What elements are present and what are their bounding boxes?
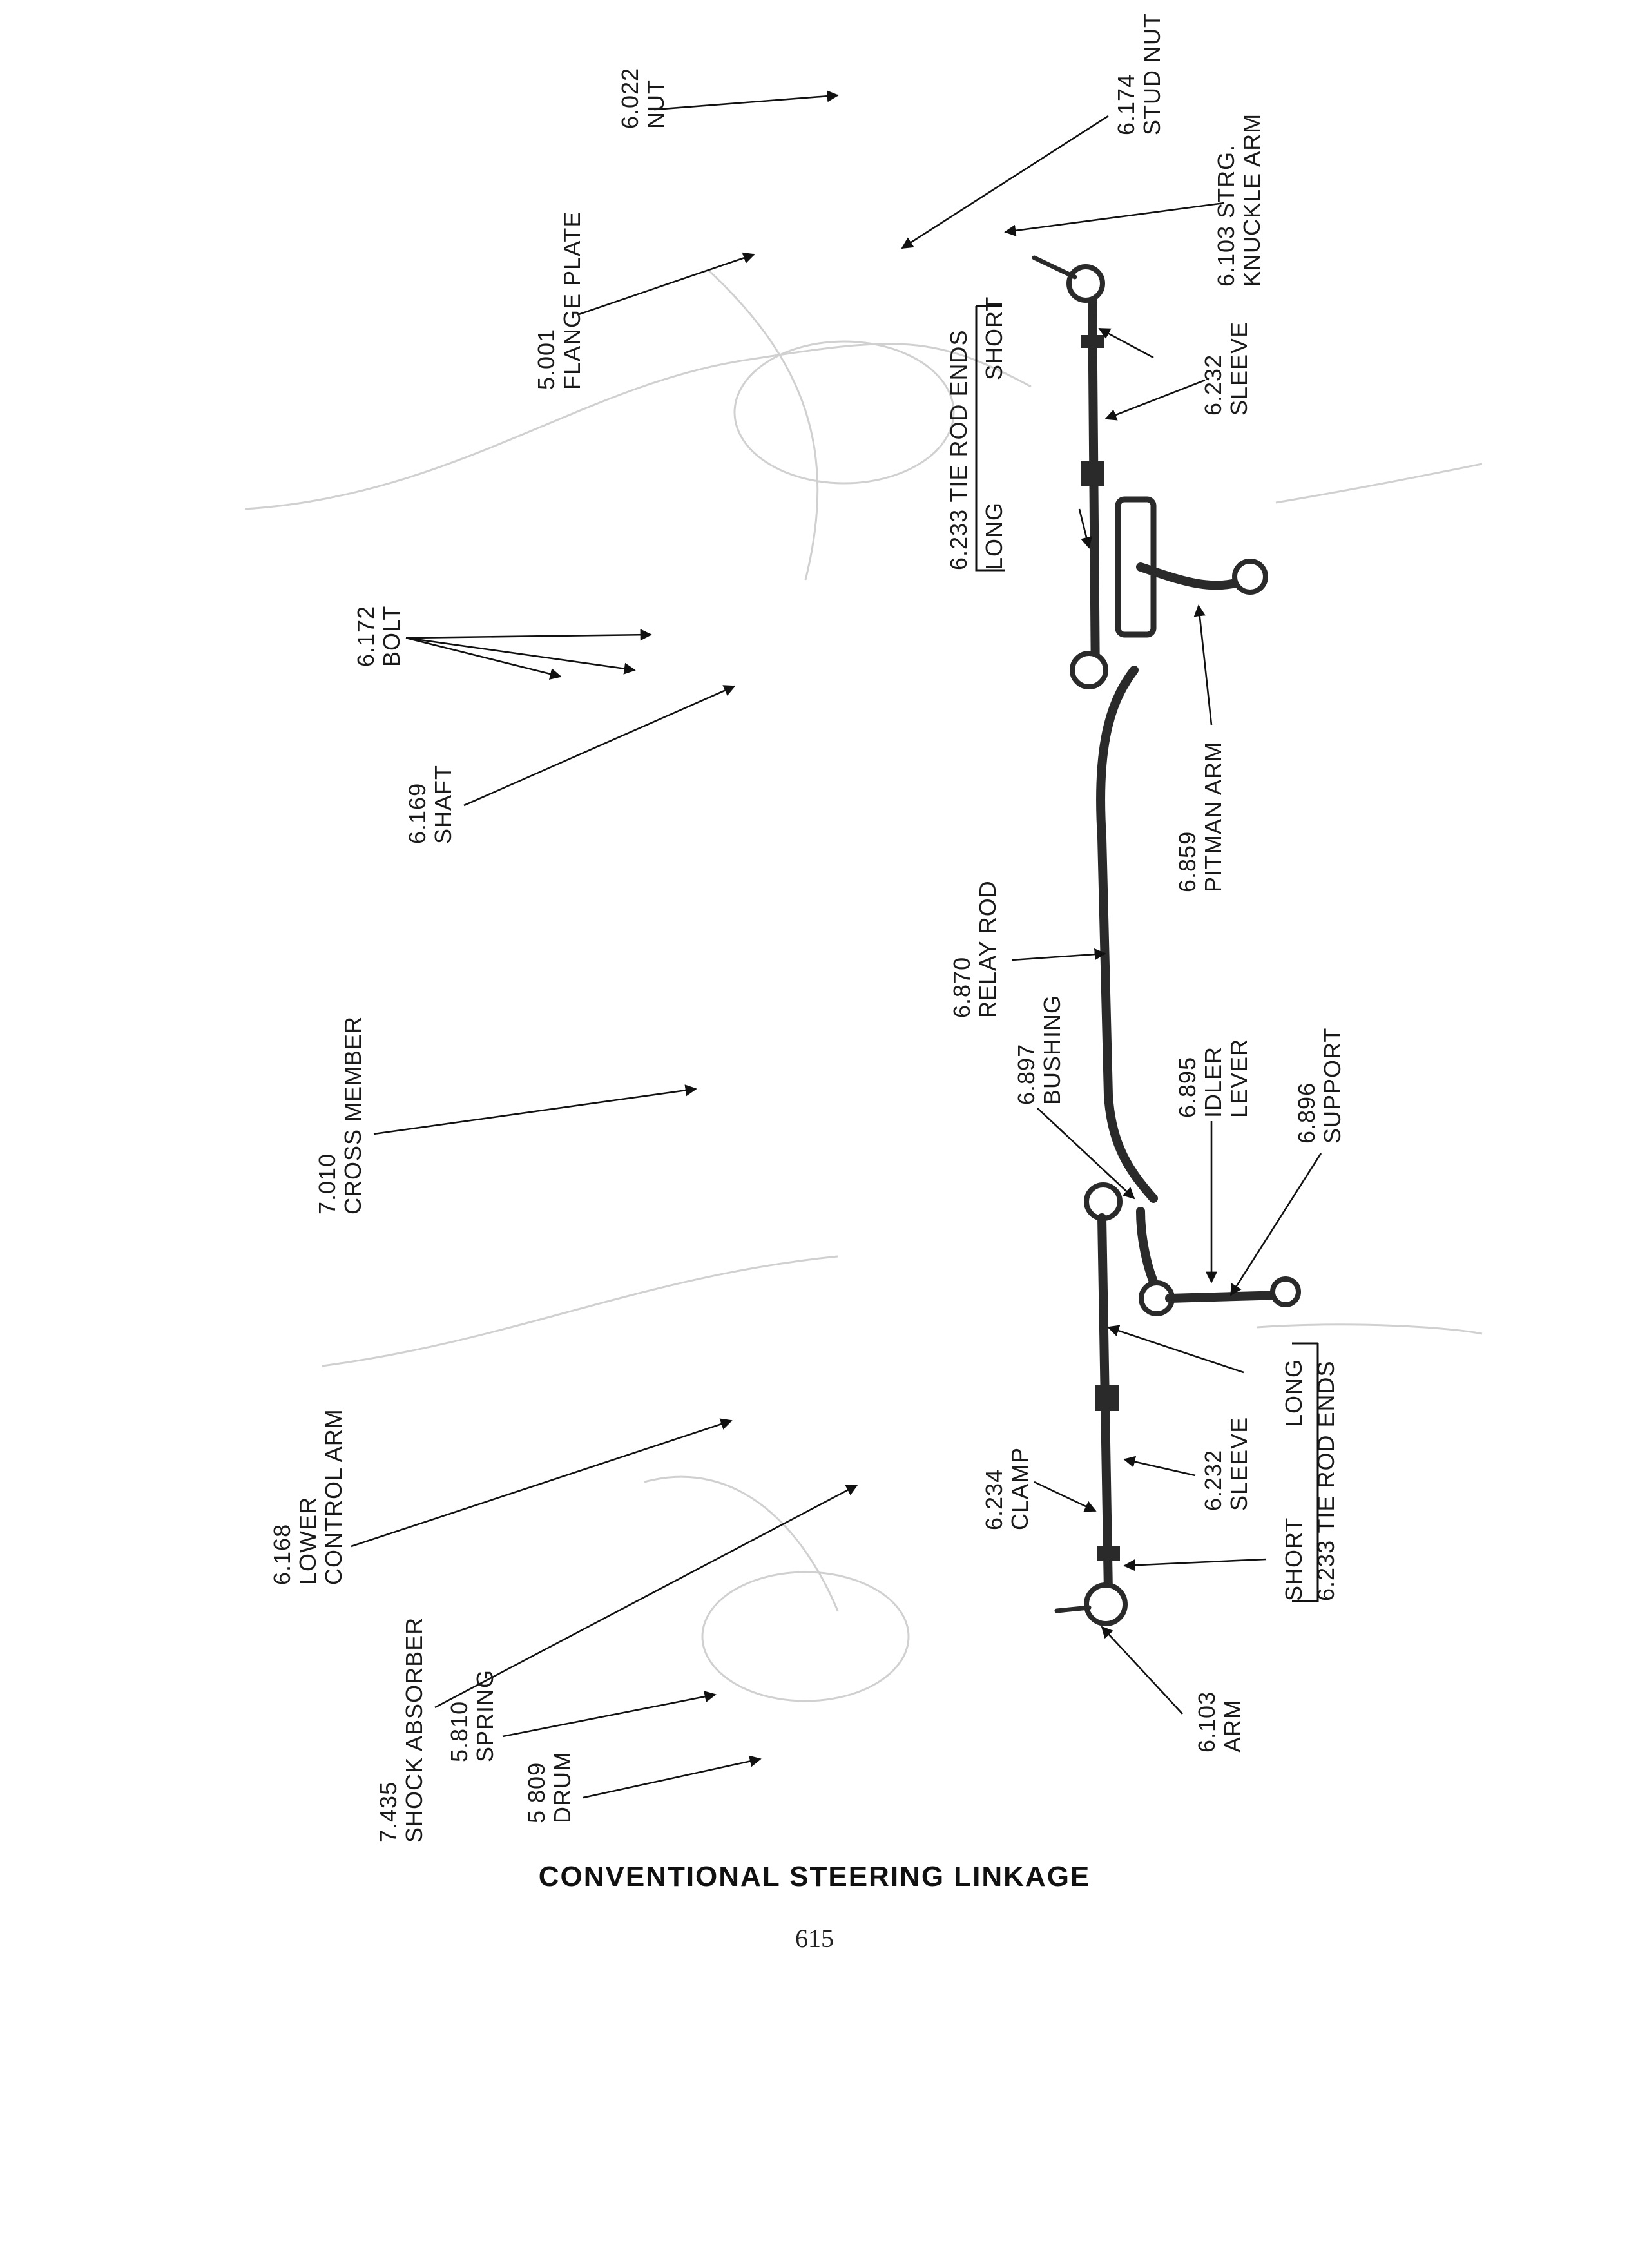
- linkage-parts: [1032, 255, 1301, 1626]
- bottom-clamp: [1097, 1546, 1120, 1561]
- pitman-arm-ball: [1232, 559, 1268, 595]
- label-sleeve-bottom: 6.232SLEEVE: [1200, 1417, 1252, 1511]
- top-clamp: [1081, 335, 1104, 348]
- bottom-tie-rod-title: 6.233 TIE ROD ENDS: [1313, 1361, 1339, 1601]
- bottom-tie-rod-short: SHORT: [1280, 1517, 1307, 1601]
- top-tie-rod-short: SHORT: [981, 296, 1007, 380]
- idler-support-ball: [1270, 1276, 1301, 1307]
- bottom-knuckle-stub: [1054, 1605, 1092, 1613]
- bottom-adjuster-sleeve: [1095, 1385, 1119, 1411]
- label-flange-plate: 5.001FLANGE PLATE: [533, 211, 585, 390]
- label-arm: 6.103ARM: [1193, 1691, 1246, 1753]
- top-tie-rod-title: 6.233 TIE ROD ENDS: [945, 330, 972, 570]
- label-idler-lever: 6.895IDLERLEVER: [1174, 1039, 1252, 1118]
- faded-suspension-background: [244, 269, 1483, 1702]
- top-relay-socket: [1070, 651, 1108, 689]
- bottom-tie-rod-bracket: [1292, 1343, 1319, 1602]
- idler-lever: [1136, 1207, 1161, 1293]
- label-spring: 5.810SPRING: [446, 1669, 498, 1762]
- label-knuckle-arm: 6.103 STRG.KNUCKLE ARM: [1213, 113, 1265, 287]
- top-adjuster-sleeve: [1081, 461, 1104, 486]
- label-pitman-arm: 6.859PITMAN ARM: [1174, 742, 1226, 892]
- leader-lines: [351, 90, 1322, 1799]
- label-cross-member: 7.010CROSS MEMBER: [314, 1016, 366, 1215]
- label-drum: 5 809DRUM: [523, 1751, 575, 1823]
- top-knuckle-ball: [1066, 264, 1105, 303]
- callout-labels: 6.022NUT 6.174STUD NUT 6.103 STRG.KNUCKL…: [269, 13, 1345, 1843]
- label-bolt: 6.172BOLT: [352, 606, 405, 667]
- pitman-arm-link: [1136, 562, 1251, 590]
- bottom-tie-rod-long: LONG: [1280, 1359, 1307, 1427]
- label-clamp: 6.234CLAMP: [981, 1447, 1033, 1530]
- label-shock-absorber: 7.435SHOCK ABSORBER: [375, 1617, 427, 1843]
- relay-rod: [1096, 666, 1158, 1203]
- page-number: 615: [795, 1924, 834, 1953]
- bottom-knuckle-ball: [1084, 1582, 1128, 1626]
- label-support: 6.896SUPPORT: [1293, 1028, 1345, 1144]
- bottom-relay-socket: [1084, 1182, 1123, 1221]
- top-knuckle-stub: [1032, 255, 1077, 280]
- label-shaft: 6.169SHAFT: [404, 765, 456, 844]
- label-relay-rod: 6.870RELAY ROD: [949, 880, 1001, 1018]
- label-bushing: 6.897BUSHING: [1013, 995, 1065, 1105]
- tie-rod-brackets: [975, 305, 1319, 1602]
- label-stud-nut: 6.174STUD NUT: [1113, 13, 1165, 135]
- top-tie-rod-long: LONG: [981, 502, 1007, 570]
- label-lower-control-arm: 6.168LOWERCONTROL ARM: [269, 1408, 347, 1585]
- label-nut: 6.022NUT: [617, 68, 669, 129]
- top-tie-rod-bracket: [975, 306, 1005, 572]
- figure-caption: CONVENTIONAL STEERING LINKAGE: [538, 1861, 1091, 1892]
- idler-support: [1165, 1291, 1287, 1303]
- label-sleeve-top: 6.232SLEEVE: [1200, 322, 1252, 416]
